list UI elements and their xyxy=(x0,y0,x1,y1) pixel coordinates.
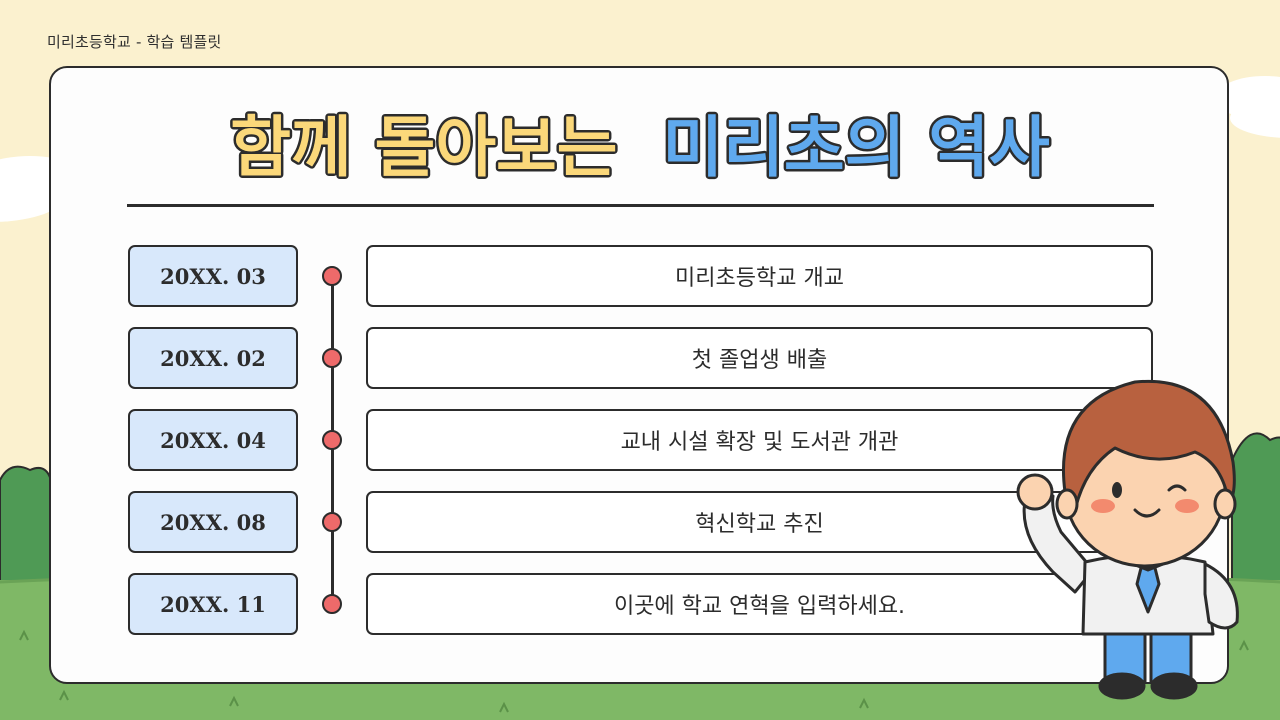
title-part1: 함께 돌아보는 xyxy=(230,109,617,186)
student-character-illustration xyxy=(1016,379,1239,700)
title-divider xyxy=(127,204,1154,207)
date-badge: 20XX. 03 xyxy=(128,245,298,307)
header-label: 미리초등학교 - 학습 템플릿 xyxy=(47,33,222,51)
left-ear xyxy=(1055,488,1079,520)
left-shoe xyxy=(1098,672,1146,700)
date-badge: 20XX. 11 xyxy=(128,573,298,635)
right-shoe xyxy=(1150,672,1198,700)
right-arm xyxy=(1203,562,1239,630)
svg-text:함께 돌아보는 미리초의 역사: 함께 돌아보는 미리초의 역사 xyxy=(230,109,1050,186)
cloud-right xyxy=(1215,76,1280,138)
smile-mouth xyxy=(1133,508,1161,518)
right-ear xyxy=(1213,488,1237,520)
date-badge: 20XX. 02 xyxy=(128,327,298,389)
date-badge: 20XX. 08 xyxy=(128,491,298,553)
event-box[interactable]: 이곳에 학교 연혁을 입력하세요. xyxy=(366,573,1153,635)
raised-fist xyxy=(1016,473,1054,511)
event-box[interactable]: 첫 졸업생 배출 xyxy=(366,327,1153,389)
timeline-dot xyxy=(322,512,342,532)
right-cheek xyxy=(1175,499,1199,513)
timeline-dot xyxy=(322,594,342,614)
wink-eye-icon xyxy=(1167,484,1187,492)
left-eye-icon xyxy=(1112,482,1122,498)
title-part2: 미리초의 역사 xyxy=(662,109,1049,186)
date-badge: 20XX. 04 xyxy=(128,409,298,471)
event-box[interactable]: 교내 시설 확장 및 도서관 개관 xyxy=(366,409,1153,471)
page-title: 함께 돌아보는 미리초의 역사 xyxy=(228,107,1053,189)
timeline-dot xyxy=(322,348,342,368)
left-cheek xyxy=(1091,499,1115,513)
event-box[interactable]: 미리초등학교 개교 xyxy=(366,245,1153,307)
raised-arm xyxy=(1022,490,1095,594)
bush-right xyxy=(1231,432,1280,601)
timeline-dot xyxy=(322,430,342,450)
timeline-dot xyxy=(322,266,342,286)
